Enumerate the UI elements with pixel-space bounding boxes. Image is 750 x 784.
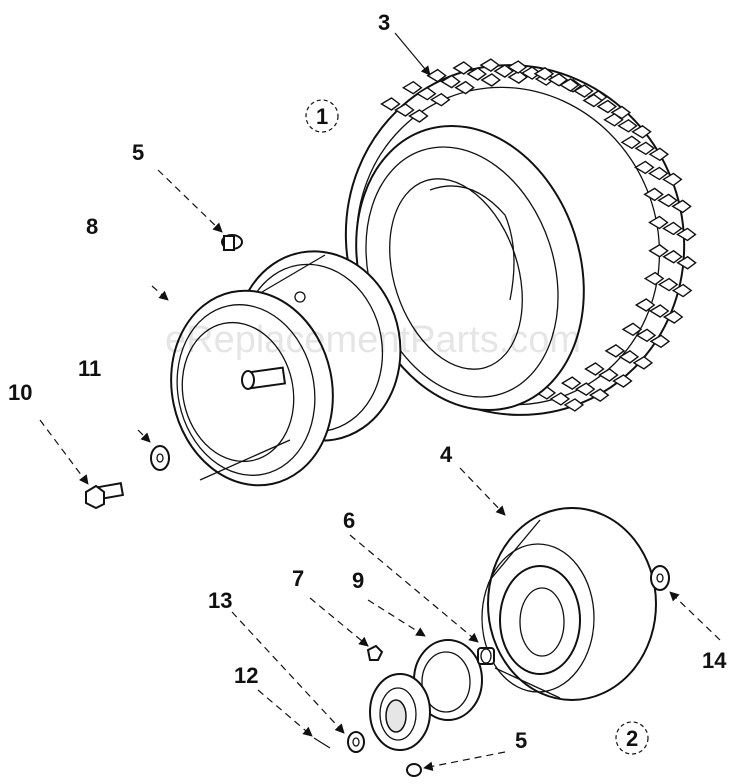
tread-block	[662, 172, 683, 187]
tread-block	[573, 84, 594, 98]
tread-block	[631, 124, 652, 139]
tread-block	[662, 221, 683, 236]
tread-block	[454, 80, 475, 95]
callout-7: 7	[292, 566, 304, 591]
tread-block	[560, 376, 582, 390]
tread-block	[466, 67, 487, 81]
tread-block	[394, 103, 415, 117]
tread-block	[648, 304, 670, 318]
tread-block	[634, 160, 655, 175]
tread-block	[657, 277, 679, 292]
valve-stem-lower	[406, 763, 422, 777]
tread-block	[603, 112, 624, 127]
tread-block	[649, 334, 671, 349]
washer-rear	[150, 445, 170, 471]
tread-block	[506, 60, 528, 74]
grease-fitting	[366, 644, 384, 661]
tread-block	[662, 310, 684, 324]
front-wheel-rim	[369, 639, 483, 751]
tread-block	[415, 86, 437, 101]
tread-block	[452, 61, 473, 75]
tread-block	[657, 193, 678, 208]
tread-block	[634, 141, 656, 156]
tread-block	[648, 243, 669, 258]
callout-2: 2	[626, 726, 638, 751]
tread-block	[493, 64, 515, 78]
tread-block	[533, 66, 555, 81]
tread-block	[596, 99, 618, 114]
front-tire	[481, 507, 657, 701]
callout-8: 8	[86, 214, 98, 239]
cotter-pin	[313, 737, 331, 749]
callout-9: 9	[352, 568, 364, 593]
callout-1: 1	[316, 104, 328, 129]
tread-block	[401, 80, 423, 95]
tread-block	[671, 199, 692, 214]
tread-block	[584, 362, 605, 376]
tread-block	[547, 72, 569, 87]
tread-block	[618, 350, 640, 364]
tread-block	[582, 93, 604, 108]
washer-right	[650, 565, 670, 591]
tread-block	[671, 283, 693, 298]
tread-block	[598, 368, 619, 382]
tire-tread-pattern	[380, 58, 697, 412]
tread-block	[620, 135, 642, 150]
tread-block	[676, 227, 697, 242]
callout-4: 4	[440, 442, 453, 467]
tread-block	[648, 166, 669, 181]
tread-block	[648, 215, 669, 230]
hex-bolt	[85, 482, 125, 510]
rear-tire	[344, 58, 697, 416]
callout-5-lower: 5	[515, 728, 527, 753]
callout-2-circle	[615, 721, 649, 755]
watermark-text: eReplacementParts.com	[165, 319, 581, 361]
washer-front	[347, 731, 365, 753]
bearing	[477, 647, 495, 665]
tread-block	[429, 92, 451, 107]
tread-block	[643, 187, 664, 202]
callout-5-upper: 5	[132, 140, 144, 165]
tread-block	[662, 249, 683, 264]
callouts: 1 3 5 8 11 10 4 6 7 9 13 12 5 14 2	[8, 10, 727, 755]
tread-block	[507, 70, 529, 84]
tread-block	[634, 298, 656, 312]
tread-block	[549, 392, 571, 406]
tread-block	[632, 356, 654, 370]
tread-block	[621, 322, 643, 337]
tread-block	[617, 118, 638, 133]
tread-block	[480, 73, 501, 87]
tread-block	[380, 97, 401, 111]
valve-stem-upper	[221, 234, 243, 251]
tread-block	[563, 398, 585, 412]
callout-14: 14	[702, 648, 727, 673]
tread-block	[648, 147, 670, 162]
tread-block	[408, 109, 429, 123]
tread-block	[635, 328, 657, 343]
tread-block	[574, 382, 596, 396]
tread-block	[479, 58, 501, 72]
tread-block	[676, 255, 697, 270]
tread-block	[612, 374, 633, 388]
tread-block	[643, 271, 665, 286]
callout-1-circle	[305, 99, 339, 133]
callout-12: 12	[234, 663, 258, 688]
callout-11: 11	[78, 356, 101, 381]
callout-13: 13	[208, 588, 232, 613]
callout-10: 10	[8, 380, 32, 405]
callout-6: 6	[343, 508, 355, 533]
tread-block	[588, 388, 610, 402]
tread-block	[559, 78, 580, 92]
callout-3: 3	[378, 10, 390, 35]
leader-lines	[39, 32, 721, 772]
tread-block	[426, 68, 447, 83]
rear-wheel-rim	[170, 250, 402, 487]
tread-block	[440, 74, 461, 89]
tread-block	[604, 344, 626, 358]
